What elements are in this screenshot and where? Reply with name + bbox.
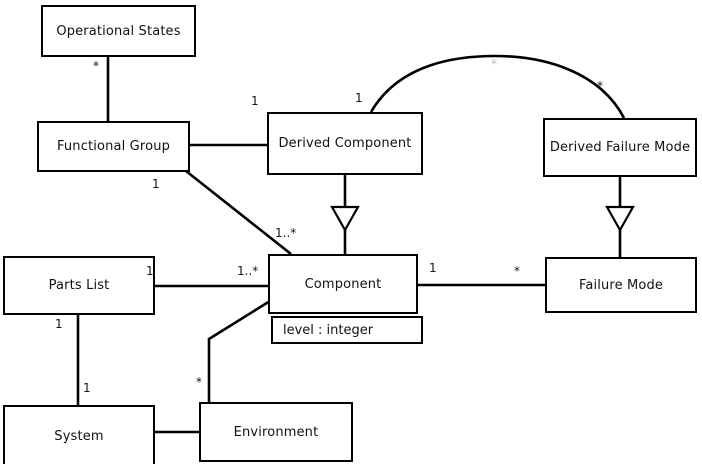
multiplicity-partslist-component-source: 1 bbox=[146, 264, 154, 278]
class-name-label: Component bbox=[304, 276, 382, 292]
class-name-label: Derived Failure Mode bbox=[549, 140, 691, 155]
class-name-label: Functional Group bbox=[57, 139, 170, 154]
class-box-derived-component[interactable]: Derived Component bbox=[267, 112, 423, 175]
multiplicity-opstates-functionalgroup: * bbox=[93, 59, 99, 73]
class-box-derived-failure-mode[interactable]: Derived Failure Mode bbox=[543, 118, 697, 177]
attribute-compartment-component-level[interactable]: level : integer bbox=[271, 316, 423, 344]
class-name-label: Operational States bbox=[56, 23, 181, 39]
class-name-label: Parts List bbox=[48, 278, 110, 293]
multiplicity-component-failuremode-source: 1 bbox=[429, 261, 437, 275]
class-name-label: Failure Mode bbox=[578, 277, 664, 293]
multiplicity-derivedfailuremode-arc-target: * bbox=[597, 79, 603, 93]
multiplicity-functionalgroup-component-target: 1..* bbox=[275, 226, 297, 240]
generalization-triangle-icon bbox=[330, 205, 360, 233]
class-box-component[interactable]: Component bbox=[268, 254, 418, 314]
attribute-label: level : integer bbox=[283, 322, 374, 338]
class-name-label: Environment bbox=[233, 424, 319, 440]
class-box-system[interactable]: System bbox=[3, 405, 155, 464]
assoc-environment-component-diagonal bbox=[208, 299, 271, 341]
multiplicity-partslist-system-source: 1 bbox=[55, 317, 63, 331]
class-name-label: Derived Component bbox=[278, 136, 412, 151]
class-box-functional-group[interactable]: Functional Group bbox=[37, 121, 190, 172]
generalization-triangle-icon bbox=[605, 205, 635, 233]
class-box-parts-list[interactable]: Parts List bbox=[3, 256, 155, 315]
assoc-functionalgroup-component bbox=[185, 169, 292, 256]
class-name-label: System bbox=[54, 428, 104, 444]
assoc-derivedcomponent-derivedfailuremode bbox=[369, 54, 626, 119]
multiplicity-environment-component: * bbox=[196, 375, 202, 389]
class-box-operational-states[interactable]: Operational States bbox=[41, 5, 196, 57]
multiplicity-functionalgroup-component-source: 1 bbox=[152, 177, 160, 191]
multiplicity-functionalgroup-derivedcomponent: 1 bbox=[251, 94, 259, 108]
multiplicity-partslist-component-target: 1..* bbox=[237, 264, 259, 278]
multiplicity-arc-apex: * bbox=[491, 57, 497, 71]
class-box-environment[interactable]: Environment bbox=[199, 402, 353, 462]
multiplicity-component-failuremode-target: * bbox=[514, 264, 520, 278]
class-box-failure-mode[interactable]: Failure Mode bbox=[545, 257, 697, 313]
multiplicity-partslist-system-target: 1 bbox=[83, 381, 91, 395]
multiplicity-derivedcomponent-arc-source: 1 bbox=[355, 91, 363, 105]
